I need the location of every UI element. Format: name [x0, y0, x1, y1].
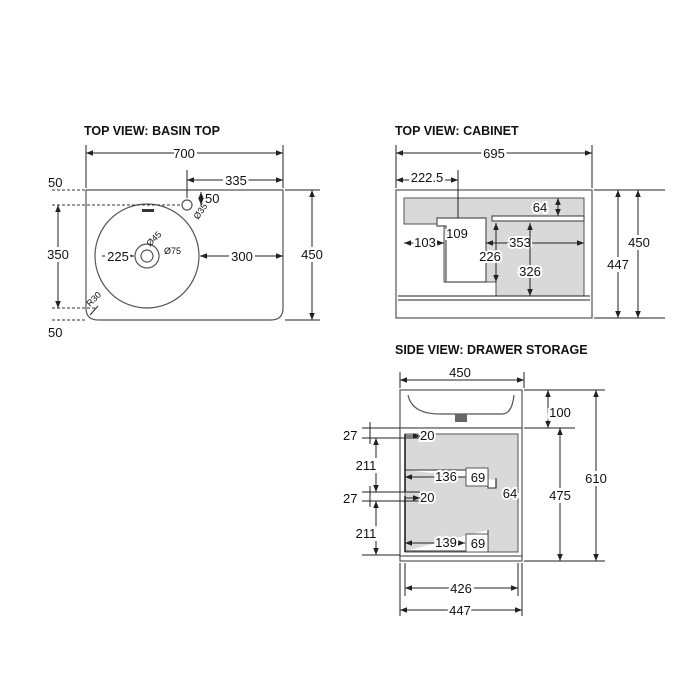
drawer-height-dim: 475: [549, 488, 571, 503]
upper-depth-dim: 136: [435, 469, 457, 484]
rail-dim: 64: [533, 200, 547, 215]
inner-right-dim: 353: [509, 235, 531, 250]
drawer-side-view: SIDE VIEW: DRAWER STORAGE 450 100: [343, 343, 610, 621]
basin-height-dim: 100: [549, 405, 571, 420]
top-edge-dim: 50: [48, 175, 62, 190]
bowl-right-dim: 300: [231, 249, 253, 264]
inner-width-dim: 426: [450, 581, 472, 596]
cabinet-title: TOP VIEW: CABINET: [395, 124, 519, 138]
lower-notch-dim: 20: [420, 490, 434, 505]
outer-width-dim: 447: [449, 603, 471, 618]
lower-gap-dim: 27: [343, 491, 357, 506]
cutout-width-dim: 109: [446, 226, 468, 241]
upper-gap-dim: 27: [343, 428, 357, 443]
top-width-dim: 450: [449, 365, 471, 380]
drawer-title: SIDE VIEW: DRAWER STORAGE: [395, 343, 588, 357]
basin-top-title: TOP VIEW: BASIN TOP: [84, 124, 220, 138]
waste-outer-dim: Ø75: [164, 246, 181, 256]
basin-bowl-section: [407, 394, 515, 415]
cabinet-offset-dim: 222.5: [411, 170, 444, 185]
cabinet-interior: [404, 433, 519, 553]
side-gap-dim: 64: [503, 486, 517, 501]
waste-inner: [140, 249, 154, 263]
tap-front-dim: 50: [205, 191, 219, 206]
inner-total-dim: 447: [607, 257, 629, 272]
upper-inner-dim: 69: [471, 470, 485, 485]
bowl-depth-dim: 350: [47, 247, 69, 262]
basin-width-dim: 700: [173, 146, 195, 161]
inner-depth-dim: 326: [519, 264, 541, 279]
basin-top-view: TOP VIEW: BASIN TOP 700 335 50 Ø35 Ø4: [44, 124, 326, 340]
lower-depth-dim: 139: [435, 535, 457, 550]
side-clear-dim: 103: [414, 235, 436, 250]
bowl-left-dim: 225: [107, 249, 129, 264]
tap-hole: [181, 199, 193, 211]
cabinet-rail: [491, 215, 585, 222]
outer-depth-dim: 450: [628, 235, 650, 250]
basin-depth-dim: 450: [301, 247, 323, 262]
total-height-dim: 610: [585, 471, 607, 486]
cabinet-width-dim: 695: [483, 146, 505, 161]
cutout-depth-dim: 226: [479, 249, 501, 264]
tap-offset-dim: 335: [225, 173, 247, 188]
waste-fitting: [455, 414, 467, 422]
cabinet-cutout: [436, 217, 487, 283]
bottom-edge-dim: 50: [48, 325, 62, 340]
plinth: [399, 555, 523, 562]
lower-inner-dim: 69: [471, 536, 485, 551]
upper-notch-dim: 20: [420, 428, 434, 443]
lower-height-dim: 211: [356, 526, 377, 541]
overflow-slot: [142, 209, 154, 212]
cabinet-top-view: TOP VIEW: CABINET 695 222.5 64 109 103 3…: [395, 124, 665, 319]
upper-height-dim: 211: [356, 458, 377, 473]
